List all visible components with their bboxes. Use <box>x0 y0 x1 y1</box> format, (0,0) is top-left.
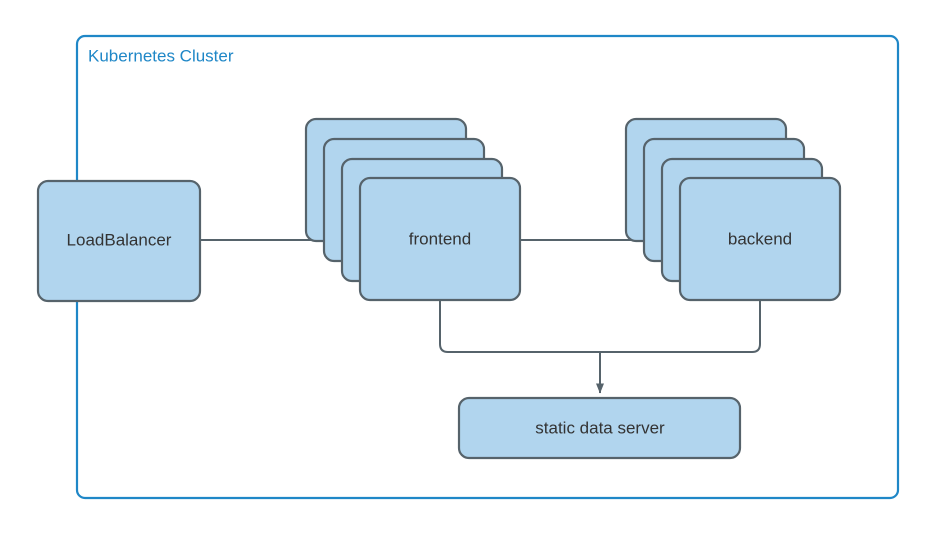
backend-label: backend <box>728 229 792 248</box>
loadbalancer-box[interactable] <box>36 179 202 303</box>
backend-box[interactable] <box>678 176 842 302</box>
frontend-box[interactable] <box>358 176 522 302</box>
cluster-label: Kubernetes Cluster <box>88 46 234 65</box>
static-data-server-box[interactable] <box>457 396 742 460</box>
static-data-server-label: static data server <box>535 418 665 437</box>
node-backend[interactable]: backend <box>624 117 842 302</box>
node-frontend[interactable]: frontend <box>304 117 522 302</box>
node-static-data-server[interactable]: static data server <box>457 396 742 460</box>
edge-frontend-to-static-data-server <box>439 300 600 353</box>
loadbalancer-label: LoadBalancer <box>67 230 172 249</box>
frontend-label: frontend <box>409 229 471 248</box>
node-loadbalancer[interactable]: LoadBalancer <box>36 179 202 303</box>
edge-backend-to-static-data-server <box>600 300 761 353</box>
